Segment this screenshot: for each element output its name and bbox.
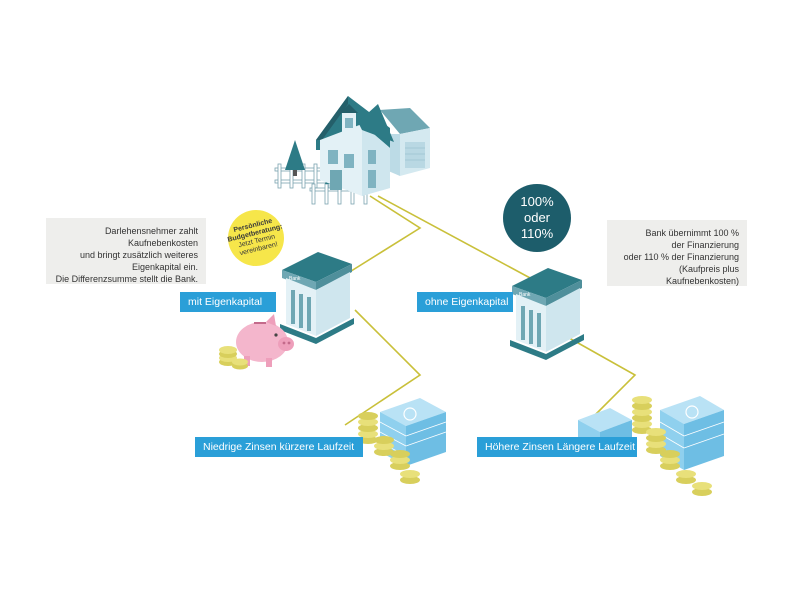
right-note-line: Bank übernimmt 100 % xyxy=(645,228,739,238)
main-house xyxy=(316,96,394,196)
left-bank-sign: Bank xyxy=(289,276,301,282)
house-icon xyxy=(274,96,430,205)
right-bank-sign: Bank xyxy=(519,292,531,298)
left-note-line: und bringt zusätzlich weiteres xyxy=(79,250,198,260)
path-house-to-right-bank xyxy=(377,195,546,287)
bubble-line: oder xyxy=(523,210,551,225)
right-note-line: (Kaufpreis plus Kaufnebenkosten) xyxy=(665,264,739,286)
path-right-bank-to-money xyxy=(554,329,637,421)
label-with-equity: mit Eigenkapital xyxy=(180,292,276,312)
left-explanation-note: Darlehensnehmer zahlt Kaufnebenkosten un… xyxy=(46,218,206,284)
coin-stack-icon xyxy=(358,412,420,484)
right-note-line: der Finanzierung xyxy=(671,240,739,250)
bank-building-icon xyxy=(280,252,354,344)
left-note-line: Die Differenzsumme stellt die Bank. xyxy=(55,274,198,284)
label-low-interest: Niedrige Zinsen kürzere Laufzeit xyxy=(195,437,363,457)
bubble-line: 110% xyxy=(520,226,554,241)
piggy-bank-icon xyxy=(236,314,294,367)
right-explanation-note: Bank übernimmt 100 % der Finanzierung od… xyxy=(607,220,747,286)
label-high-interest: Höhere Zinsen Längere Laufzeit xyxy=(477,437,637,457)
banknote-stack-icon xyxy=(379,398,447,466)
right-note-line: oder 110 % der Finanzierung xyxy=(623,252,739,262)
bank-building-icon xyxy=(510,268,584,360)
coin-stack-icon xyxy=(632,396,712,496)
path-house-to-left-bank xyxy=(339,195,422,279)
path-left-bank-to-money xyxy=(344,309,422,426)
connector-lines xyxy=(339,195,637,426)
tree-icon xyxy=(285,140,305,176)
left-note-line: Eigenkapital ein. xyxy=(131,262,198,272)
left-note-line: Darlehensnehmer zahlt Kaufnebenkosten xyxy=(104,226,198,248)
label-without-equity: ohne Eigenkapital xyxy=(417,292,513,312)
bubble-line: 100% xyxy=(520,194,554,209)
percentage-bubble: 100% oder 110% xyxy=(503,184,571,252)
coin-stack-icon xyxy=(219,346,248,370)
